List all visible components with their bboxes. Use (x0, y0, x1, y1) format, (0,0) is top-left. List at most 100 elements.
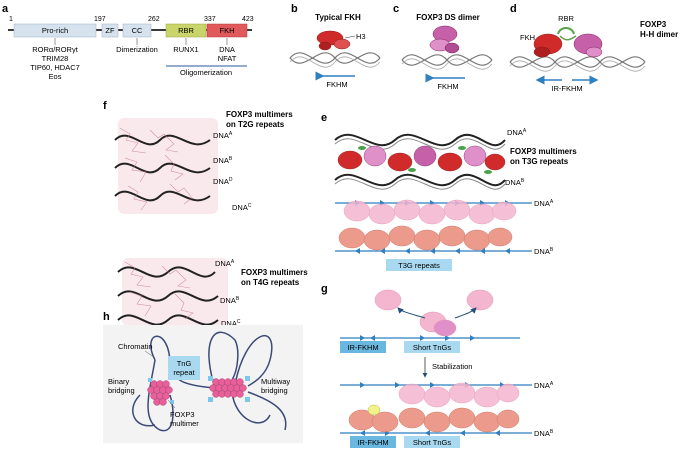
dna-helix-b (289, 52, 381, 68)
foxp3-multimer-line-2: multimer (170, 419, 199, 428)
g-top-short-tngs-label: Short TnGs (413, 343, 451, 352)
pos-423: 423 (242, 16, 254, 23)
g-bottom-irfkhm-label: IR-FKHM (357, 438, 388, 447)
panel-c: c FOXP3 DS dimer FKHM (393, 3, 493, 91)
fkh-label-d: FKH (520, 33, 535, 42)
partner-tip60: TIP60, HDAC7 (30, 63, 80, 72)
pos-1: 1 (9, 16, 13, 23)
t2g-dna-a: DNAA (213, 131, 233, 140)
multiway-bridging-line-2: bridging (261, 386, 288, 395)
domain-fkh-label: FKH (220, 26, 235, 35)
panel-c-label: c (393, 3, 399, 15)
partner-dimerization: Dimerization (116, 45, 158, 54)
t3g-repeats-box (386, 259, 452, 271)
g-top-proteins (374, 289, 494, 337)
stabilization-label: Stabilization (432, 362, 472, 371)
t3g-title-1: FOXP3 multimers (510, 147, 577, 156)
binary-bridging-line-2: bridging (108, 386, 135, 395)
domain-rbr-label: RBR (178, 26, 194, 35)
domain-zf (101, 23, 119, 38)
foxp3-multimer-line-1: FOXP3 (170, 410, 195, 419)
t3g-title-2: on T3G repeats (510, 157, 569, 166)
t2g-dna-d: DNAD (213, 177, 233, 186)
pos-337: 337 (204, 16, 216, 23)
panel-b-label: b (291, 3, 298, 15)
g-top-dna (340, 335, 520, 341)
partner-nfat: NFAT (218, 54, 237, 63)
domain-fkh (206, 23, 248, 38)
panel-h: h Chromatin (103, 311, 303, 443)
t2g-dna-c: DNAC (232, 203, 252, 212)
panel-f-label: f (103, 100, 107, 112)
t4g-title-1: FOXP3 multimers (241, 268, 308, 277)
panel-g: g IR-FKHM Short TnGs Stabilization (321, 283, 554, 448)
partner-dna: DNA (219, 45, 235, 54)
partner-eos: Eos (49, 72, 62, 81)
panel-f: f FOXP3 multimers on T2G repeats DNAA DN… (103, 100, 308, 328)
h3-label: H3 (356, 32, 366, 41)
domain-prorich-label: Pro-rich (42, 26, 68, 35)
schematic-dna-a-label: DNAA (534, 199, 554, 208)
domain-rbr (165, 23, 207, 38)
h3-pointer (344, 35, 356, 39)
t2g-title-2: on T2G repeats (226, 120, 285, 129)
rbr-label-d: RBR (558, 14, 574, 23)
panel-d-label: d (510, 3, 517, 15)
panel-h-background (103, 325, 303, 443)
panel-d: d RBR FOXP3 H-H dimer FKH IR-FKHM (509, 3, 678, 93)
domain-prorich (13, 23, 97, 38)
panel-d-title-1: FOXP3 (640, 20, 667, 29)
t4g-multimer-structure (117, 258, 228, 326)
t4g-dna-a: DNAA (215, 259, 235, 268)
g-dna-a-label: DNAA (534, 381, 554, 390)
panel-e-label: e (321, 112, 327, 124)
tng-repeat-line-1: TnG (177, 359, 192, 368)
panel-b-title: Typical FKH (315, 13, 361, 22)
partner-runx1: RUNX1 (173, 45, 198, 54)
multimer-anchor-dots (148, 376, 250, 404)
irfkhm-label-d: IR-FKHM (551, 84, 582, 93)
ds-dimer-protein (429, 25, 460, 54)
partner-trim28: TRIM28 (42, 54, 69, 63)
g-top-short-tngs-box (404, 341, 460, 353)
g-bottom-short-tngs-label: Short TnGs (413, 438, 451, 447)
g-bottom-irfkhm-box (350, 436, 396, 448)
panel-g-label: g (321, 283, 328, 295)
partner-ror: RORα/RORγt (32, 45, 79, 54)
chromatin-loops (132, 331, 287, 432)
t2g-multimer-structure (114, 118, 218, 214)
t3g-schematic (335, 199, 532, 254)
tng-repeat-box (168, 356, 200, 380)
domain-cc (122, 23, 152, 38)
pos-197: 197 (94, 16, 106, 23)
dna-helix-c (401, 54, 493, 70)
g-top-irfkhm-box (340, 341, 386, 353)
foxp3-multimer-binary (147, 380, 173, 406)
panel-c-title: FOXP3 DS dimer (416, 13, 480, 22)
panel-a-label: a (2, 3, 9, 15)
g-bottom-schematic (340, 382, 532, 436)
panel-d-title-2: H-H dimer (640, 30, 678, 39)
fkh-protein-b (316, 30, 351, 51)
g-dna-b-label: DNAB (534, 429, 554, 438)
t2g-dna-b: DNAB (213, 156, 233, 165)
domain-zf-label: ZF (105, 26, 115, 35)
domain-cc-label: CC (132, 26, 143, 35)
tng-repeat-line-2: repeat (173, 368, 195, 377)
panel-h-label: h (103, 311, 110, 323)
panel-e: e DNAA (321, 112, 577, 271)
t3g-multimer-structure (334, 133, 506, 190)
hh-dimer-protein (533, 27, 603, 58)
foxp3-multimer-multiway (209, 378, 247, 398)
g-top-irfkhm-label: IR-FKHM (347, 343, 378, 352)
binary-bridging-line-1: Binary (108, 377, 130, 386)
schematic-dna-b-label: DNAB (534, 247, 554, 256)
chromatin-label: Chromatin (118, 342, 153, 351)
t2g-title-1: FOXP3 multimers (226, 110, 293, 119)
chromatin-pointer (144, 350, 156, 359)
dna-helix-d (509, 56, 646, 72)
fkhm-label-b: FKHM (326, 80, 347, 89)
oligomerization-label: Oligomerization (180, 68, 232, 77)
t4g-title-2: on T4G repeats (241, 278, 300, 287)
